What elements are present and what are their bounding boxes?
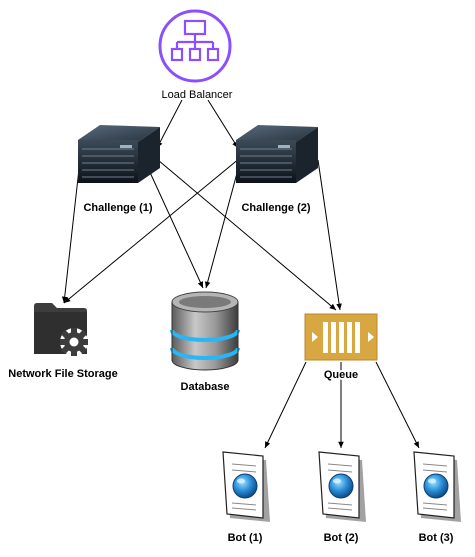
- node-challenge-1: Challenge (1): [78, 125, 160, 216]
- edge-load-balancer-challenge-2: [207, 99, 239, 149]
- node-bot-1: Bot (1): [222, 451, 270, 546]
- edge-challenge-1-nfs: [61, 159, 81, 304]
- edge-queue-bot-3: [375, 361, 420, 449]
- server-icon: [78, 125, 160, 183]
- node-network-file-storage: Network File Storage: [6, 303, 120, 382]
- challenge-2-label: Challenge (2): [241, 202, 310, 214]
- bot-3-label: Bot (3): [419, 532, 454, 544]
- node-database: Database: [170, 291, 240, 395]
- bot-icon: [318, 451, 366, 522]
- load-balancer-icon: [158, 9, 232, 83]
- folder-gear-icon: [34, 303, 88, 356]
- server-icon: [236, 125, 318, 183]
- database-icon: [170, 291, 240, 371]
- bot-2-label: Bot (2): [324, 532, 359, 544]
- bot-icon: [413, 451, 461, 522]
- node-queue: Queue: [304, 313, 378, 383]
- node-bot-3: Bot (3): [413, 451, 461, 546]
- edge-challenge-1-queue: [157, 159, 337, 311]
- queue-icon: [304, 313, 378, 361]
- edge-challenge-1-database: [147, 167, 204, 289]
- queue-label: Queue: [324, 369, 358, 381]
- edge-challenge-2-queue: [317, 159, 342, 311]
- load-balancer-label: Load Balancer: [162, 89, 233, 101]
- edge-load-balancer-challenge-1: [156, 99, 183, 149]
- node-load-balancer: Load Balancer: [158, 9, 235, 103]
- node-bot-2: Bot (2): [318, 451, 366, 546]
- edges: [61, 99, 420, 449]
- edge-challenge-2-database: [204, 161, 241, 289]
- edge-queue-bot-1: [264, 361, 307, 449]
- node-challenge-2: Challenge (2): [236, 125, 318, 216]
- edge-challenge-2-nfs: [63, 157, 241, 304]
- challenge-1-label: Challenge (1): [83, 202, 152, 214]
- bot-icon: [222, 451, 270, 522]
- network-file-storage-label: Network File Storage: [8, 368, 117, 380]
- bot-1-label: Bot (1): [228, 532, 263, 544]
- database-label: Database: [181, 381, 230, 393]
